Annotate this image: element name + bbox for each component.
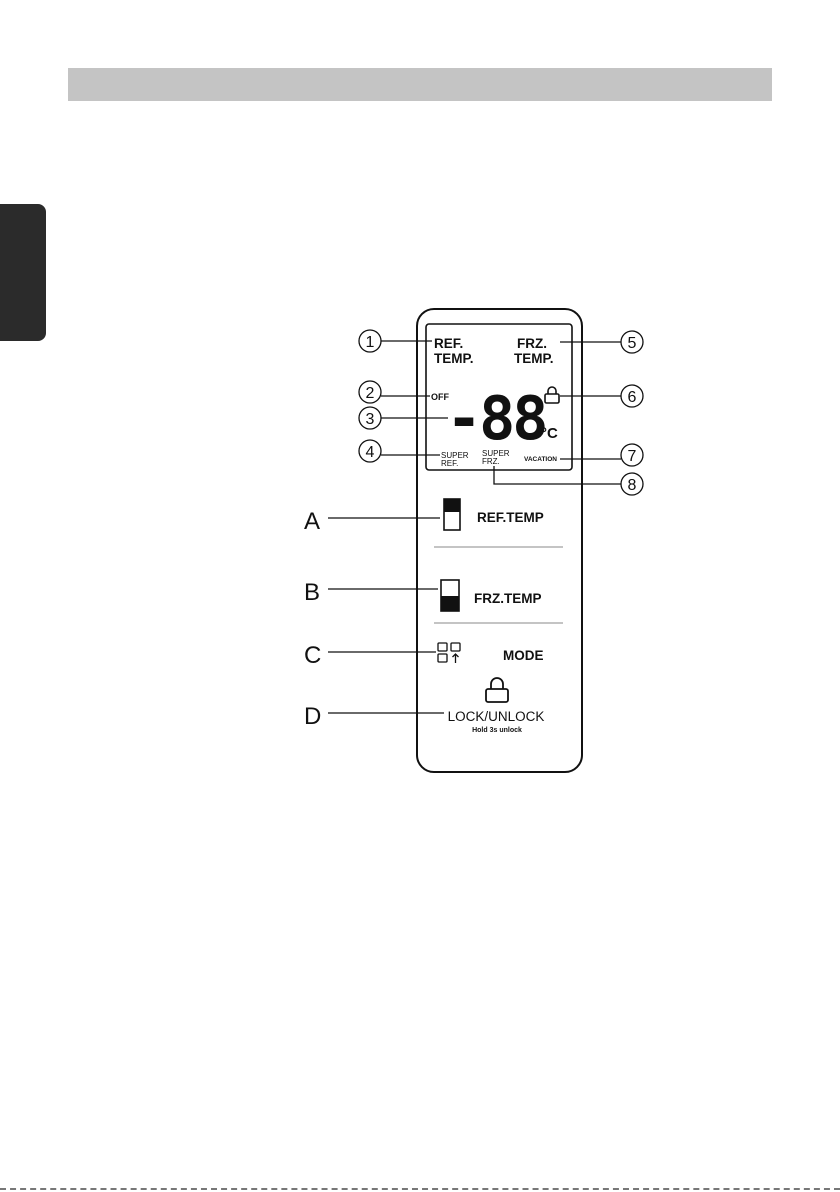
ref-temp-label-line1: REF. — [434, 336, 463, 351]
svg-text:2: 2 — [366, 385, 375, 402]
svg-text:C: C — [304, 642, 321, 669]
fridge-top-filled-icon — [444, 499, 460, 530]
svg-text:4: 4 — [366, 444, 375, 461]
frz-temp-button-label: FRZ.TEMP — [474, 591, 542, 606]
lock-hint: Hold 3s unlock — [472, 727, 522, 734]
svg-text:8: 8 — [628, 477, 637, 494]
super-ref-label-line2: REF. — [441, 459, 458, 468]
svg-text:A: A — [304, 508, 320, 535]
mode-button-label: MODE — [503, 648, 544, 663]
svg-text:5: 5 — [628, 335, 637, 352]
vacation-label: VACATION — [524, 456, 557, 463]
svg-text:3: 3 — [366, 411, 375, 428]
temperature-digits: -88 — [446, 384, 545, 454]
super-frz-label-line2: FRZ. — [482, 457, 500, 466]
ref-temp-label-line2: TEMP. — [434, 351, 474, 366]
fridge-bottom-filled-icon — [441, 580, 459, 611]
frz-temp-label-line2: TEMP. — [514, 351, 554, 366]
svg-text:B: B — [304, 579, 320, 606]
svg-text:D: D — [304, 703, 321, 730]
ref-temp-button-label: REF.TEMP — [477, 510, 544, 525]
lock-unlock-button-label: LOCK/UNLOCK — [448, 709, 545, 724]
bottom-dashed-rule — [0, 1188, 840, 1190]
unit-celsius: °C — [541, 425, 558, 442]
svg-text:1: 1 — [366, 334, 375, 351]
svg-text:7: 7 — [628, 448, 637, 465]
svg-text:6: 6 — [628, 389, 637, 406]
frz-temp-label-line1: FRZ. — [517, 336, 547, 351]
